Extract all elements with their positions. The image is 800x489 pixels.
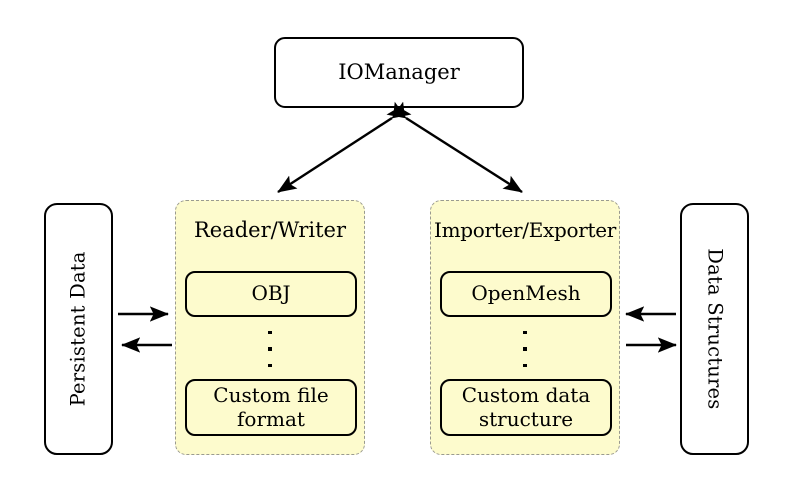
ellipsis-icon-importer-exporter [431, 327, 619, 371]
node-custom-file-format-label: Custom file format [187, 382, 355, 431]
panel-importer-exporter-title: Importer/Exporter [433, 218, 617, 242]
node-obj-label: OBJ [251, 281, 291, 306]
node-openmesh[interactable]: OpenMesh [440, 271, 612, 317]
node-custom-file-format[interactable]: Custom file format [185, 379, 357, 436]
node-data-structures-label: Data Structures [703, 248, 727, 410]
node-custom-file-format-line2: file format [237, 382, 329, 431]
panel-reader-writer-title: Reader/Writer [193, 218, 347, 242]
node-data-structures[interactable]: Data Structures [680, 203, 749, 455]
panel-importer-exporter[interactable]: Importer/Exporter OpenMesh Custom data s… [430, 200, 620, 455]
node-persistent-data-label: Persistent Data [66, 251, 90, 407]
ellipsis-icon-reader-writer [176, 327, 364, 371]
node-custom-data-structure-line1: Custom data [461, 382, 591, 407]
node-custom-data-structure[interactable]: Custom data structure [440, 379, 612, 436]
node-iomanager-label: IOManager [338, 59, 460, 84]
node-openmesh-label: OpenMesh [471, 281, 581, 306]
panel-reader-writer[interactable]: Reader/Writer OBJ Custom file format [175, 200, 365, 455]
connector-iomanager-to-reader-writer [277, 101, 412, 194]
node-obj[interactable]: OBJ [185, 271, 357, 317]
connector-iomanager-to-importer-exporter [386, 101, 523, 194]
node-persistent-data[interactable]: Persistent Data [44, 203, 113, 455]
node-custom-data-structure-label: Custom data structure [442, 382, 610, 431]
node-custom-data-structure-line2: structure [478, 406, 574, 431]
node-custom-file-format-line1: Custom [213, 382, 291, 407]
node-iomanager[interactable]: IOManager [274, 37, 524, 108]
